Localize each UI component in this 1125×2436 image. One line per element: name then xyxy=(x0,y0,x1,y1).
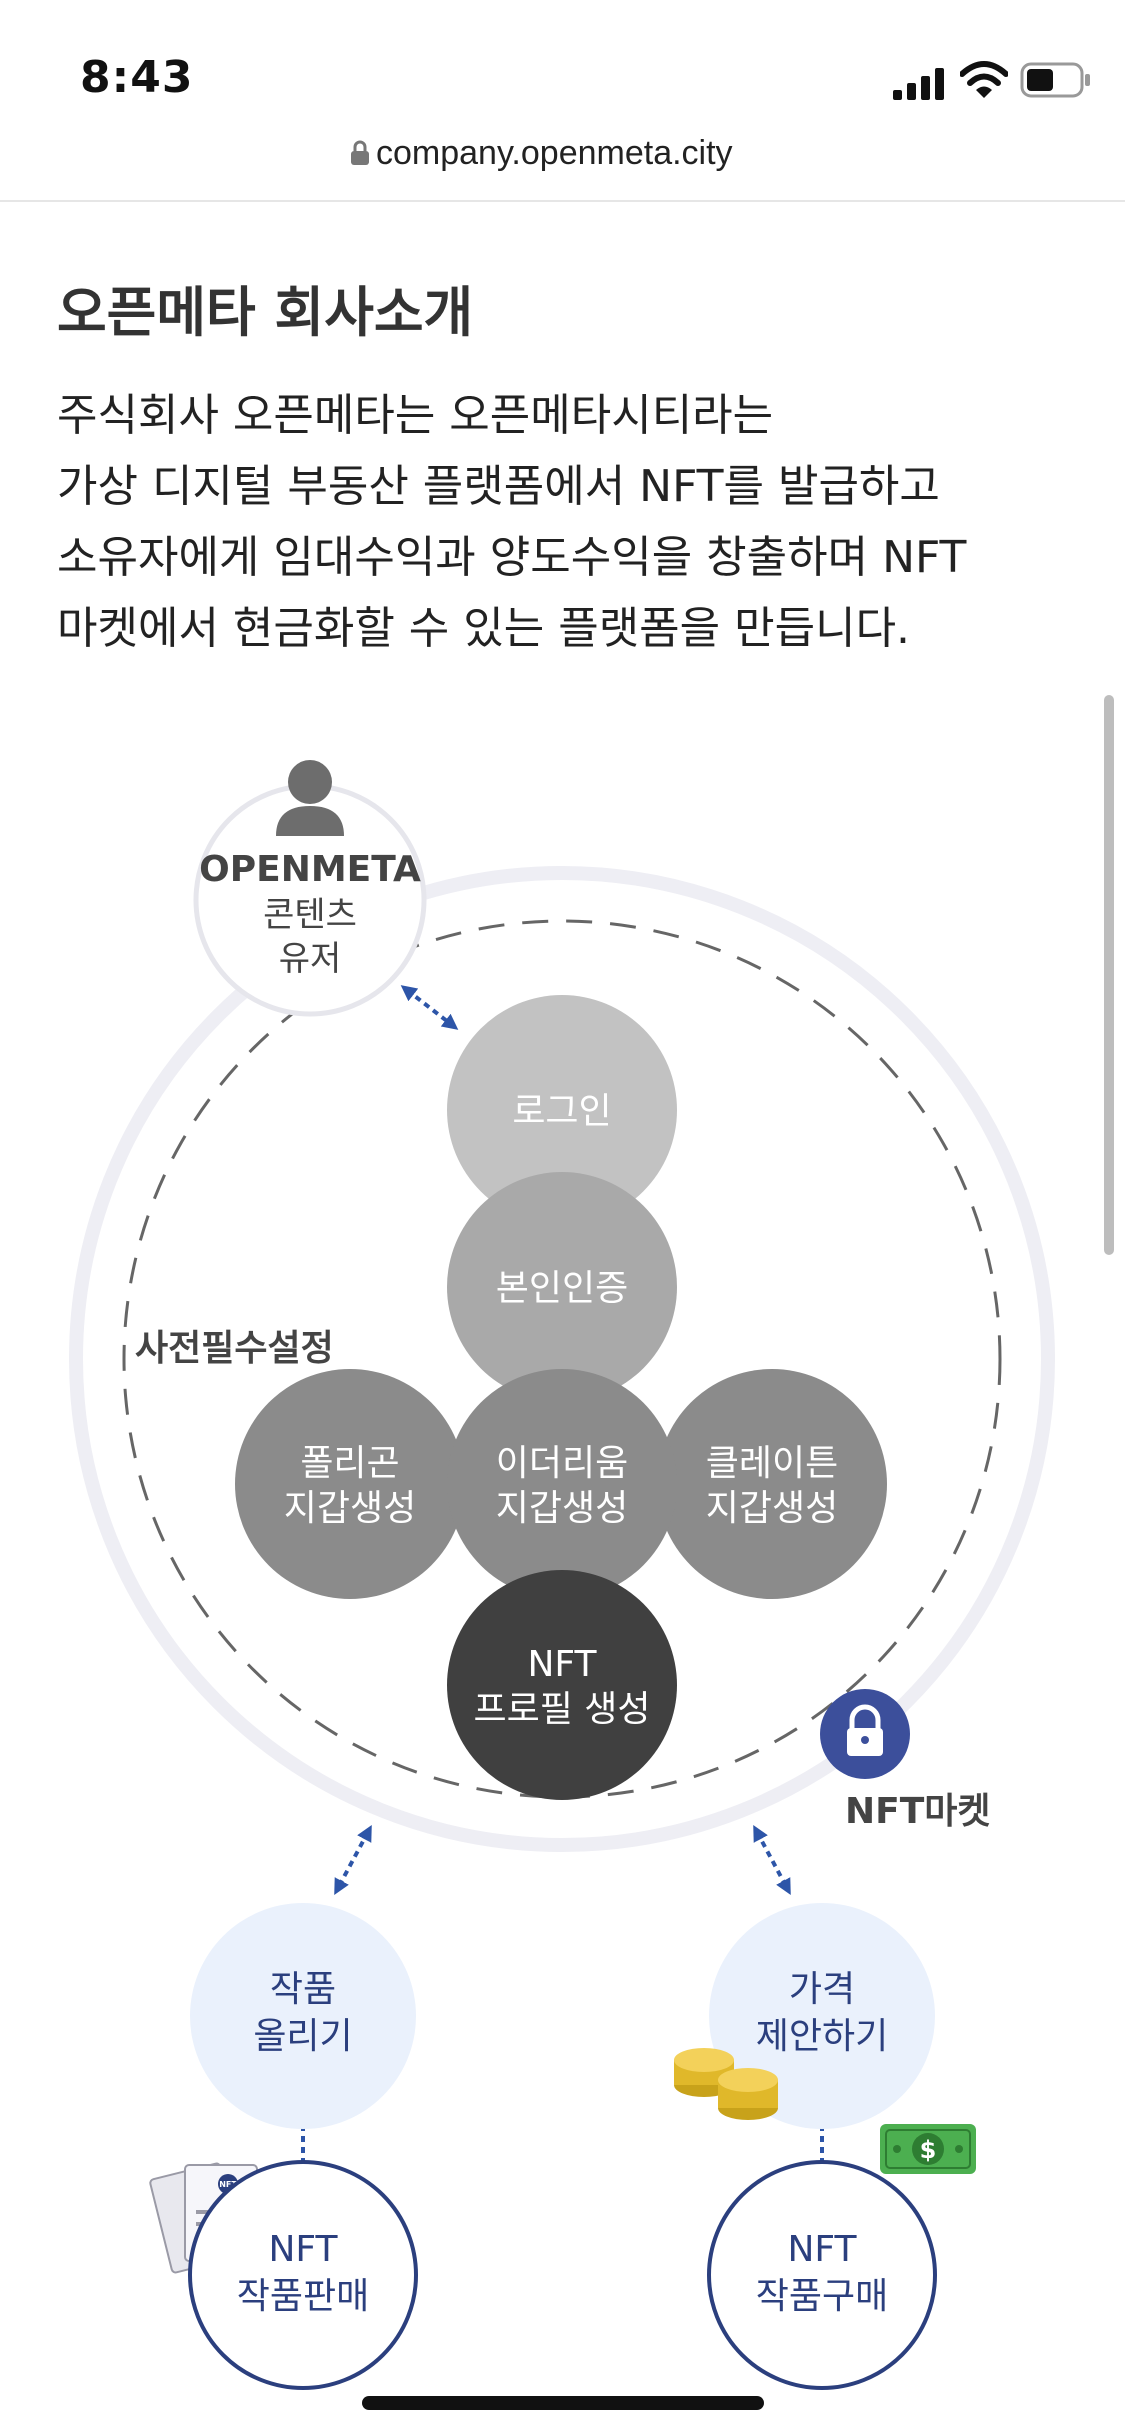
cash-bill-icon: $ xyxy=(880,2124,976,2174)
intro-line: 소유자에게 임대수익과 양도수익을 창출하며 NFT xyxy=(57,522,1077,593)
intro-line: 주식회사 오픈메타는 오픈메타시티라는 xyxy=(57,380,1077,451)
url-text[interactable]: company.openmeta.city xyxy=(376,134,733,173)
upload-artwork-node: 작품 올리기 xyxy=(190,1903,416,2129)
intro-line: 가상 디지털 부동산 플랫폼에서 NFT를 발급하고 xyxy=(57,451,1077,522)
intro-paragraph: 주식회사 오픈메타는 오픈메타시티라는 가상 디지털 부동산 플랫폼에서 NFT… xyxy=(57,380,1077,664)
nft-market-label: NFT마켓 xyxy=(845,1791,991,1832)
svg-text:이더리움: 이더리움 xyxy=(496,1443,628,1484)
svg-text:클레이튼: 클레이튼 xyxy=(706,1443,838,1484)
svg-text:제안하기: 제안하기 xyxy=(756,2016,888,2057)
step-ethereum-wallet: 이더리움 지갑생성 xyxy=(447,1369,677,1599)
openmeta-user-node: OPENMETA 콘텐츠 유저 xyxy=(196,760,424,1014)
platform-to-offer-arrow xyxy=(757,1832,787,1888)
pre-setup-label: 사전필수설정 xyxy=(135,1328,334,1369)
user-line2: 유저 xyxy=(279,939,342,979)
lock-icon xyxy=(350,140,370,166)
svg-text:본인인증: 본인인증 xyxy=(496,1268,628,1309)
svg-text:작품구매: 작품구매 xyxy=(756,2276,888,2317)
svg-text:프로필 생성: 프로필 생성 xyxy=(473,1689,650,1730)
svg-text:올리기: 올리기 xyxy=(253,2016,352,2057)
status-bar: 8:43 xyxy=(0,0,1125,130)
svg-text:지갑생성: 지갑생성 xyxy=(706,1488,838,1529)
svg-text:가격: 가격 xyxy=(789,1969,855,2010)
svg-text:NFT: NFT xyxy=(269,2229,339,2270)
user-title: OPENMETA xyxy=(199,849,421,890)
svg-text:폴리곤: 폴리곤 xyxy=(300,1443,399,1484)
user-icon xyxy=(288,760,332,804)
home-indicator[interactable] xyxy=(362,2396,764,2410)
step-polygon-wallet: 폴리곤 지갑생성 xyxy=(235,1369,465,1599)
page-title: 오픈메타 회사소개 xyxy=(57,268,473,347)
intro-line: 마켓에서 현금화할 수 있는 플랫폼을 만듭니다. xyxy=(57,593,1077,664)
nft-market-lock-badge xyxy=(820,1689,910,1779)
svg-text:작품: 작품 xyxy=(270,1969,336,2010)
bill-symbol: $ xyxy=(920,2136,937,2164)
cellular-signal-icon xyxy=(893,68,945,100)
svg-text:지갑생성: 지갑생성 xyxy=(496,1488,628,1529)
user-to-platform-arrow xyxy=(407,990,452,1025)
service-flow-diagram: OPENMETA 콘텐츠 유저 사전필수설정 NFT마켓 로그인 본인인증 폴리… xyxy=(0,740,1125,2436)
svg-text:로그인: 로그인 xyxy=(512,1091,611,1132)
nft-buy-node: NFT 작품구매 xyxy=(709,2162,935,2388)
battery-icon xyxy=(1020,62,1092,98)
svg-text:지갑생성: 지갑생성 xyxy=(284,1488,416,1529)
svg-text:작품판매: 작품판매 xyxy=(237,2276,369,2317)
user-line1: 콘텐츠 xyxy=(263,895,357,935)
nft-sell-node: NFT 작품판매 xyxy=(190,2162,416,2388)
step-klaytn-wallet: 클레이튼 지갑생성 xyxy=(657,1369,887,1599)
wifi-icon xyxy=(960,60,1008,100)
svg-text:NFT: NFT xyxy=(528,1644,598,1685)
step-identity-verification: 본인인증 xyxy=(447,1172,677,1402)
step-nft-profile: NFT 프로필 생성 xyxy=(447,1570,677,1800)
platform-to-upload-arrow xyxy=(338,1832,368,1888)
status-time: 8:43 xyxy=(80,52,193,103)
svg-text:NFT: NFT xyxy=(788,2229,858,2270)
